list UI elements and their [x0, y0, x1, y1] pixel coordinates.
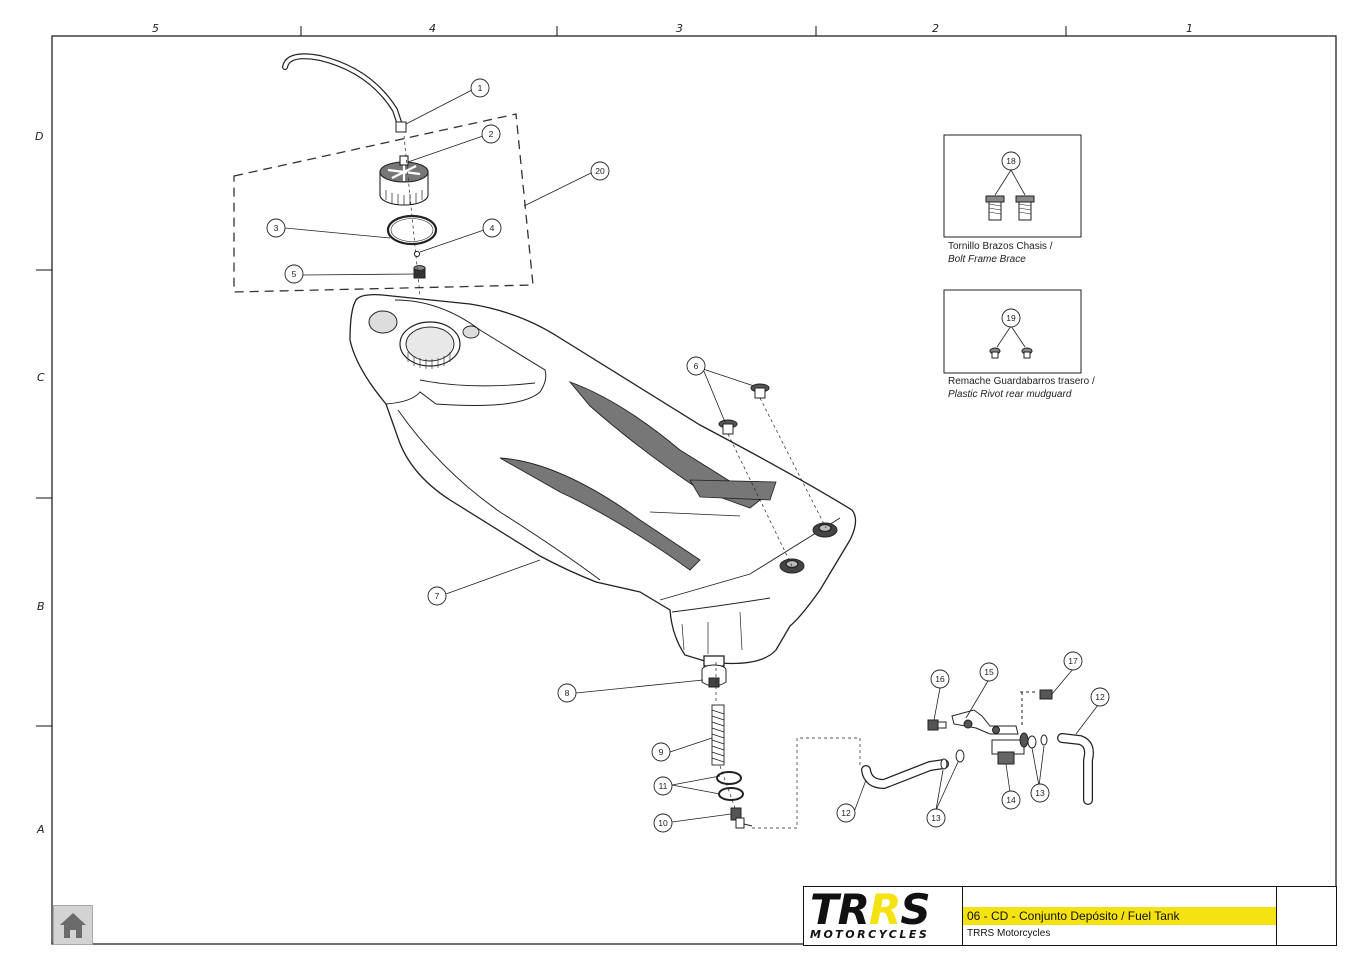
leader-lines [284, 89, 1099, 823]
zone-row-c: C [37, 371, 45, 384]
callout-13-right: 13 [1035, 788, 1045, 798]
fuel-cap [379, 155, 429, 206]
callout-20: 20 [595, 166, 605, 176]
small-o-ring-a [716, 771, 742, 785]
callout-2: 2 [489, 129, 494, 139]
zone-col-4: 4 [429, 22, 436, 35]
bracket-bolt [927, 719, 947, 731]
inset-18-box [943, 134, 1082, 238]
assembly-20-boundary [233, 113, 534, 293]
callout-6: 6 [694, 361, 699, 371]
small-o-ring-b [718, 787, 744, 801]
logo-wordmark: TRRS [810, 885, 931, 934]
callout-5: 5 [292, 269, 297, 279]
o-ring [386, 214, 438, 246]
logo-part-s: S [900, 885, 930, 934]
home-icon [60, 913, 86, 938]
hose-clips [940, 734, 1048, 770]
callout-15: 15 [984, 667, 994, 677]
callout-3: 3 [274, 223, 279, 233]
callout-9: 9 [659, 747, 664, 757]
callout-labels: 1 2 3 4 5 6 7 8 9 10 11 12 12 13 13 14 1… [274, 83, 1105, 828]
title-highlight [963, 907, 1276, 925]
mudguard-rivets [989, 347, 1033, 359]
inset-19-caption: Remache Guardabarros trasero / Plastic R… [948, 375, 1095, 401]
callout-12-left: 12 [841, 808, 851, 818]
frame-brace-bolts [985, 195, 1035, 221]
zone-ticks [36, 26, 1067, 727]
mounting-bolts [718, 383, 770, 435]
inset-19-label-es: Remache Guardabarros trasero / [948, 376, 1095, 387]
callout-14: 14 [1006, 795, 1016, 805]
zone-col-3: 3 [676, 22, 683, 35]
drawing-title: 06 - CD - Conjunto Depósito / Fuel Tank [967, 909, 1180, 923]
bracket-screw [1020, 689, 1053, 728]
logo-part-r: R [869, 885, 901, 934]
check-valve [413, 250, 421, 258]
inset-19-box [943, 289, 1082, 374]
inset-18-label-es: Tornillo Brazos Chasis / [948, 241, 1053, 252]
trrs-logo: TRRS MOTORCYCLES [804, 885, 963, 945]
callout-circles [266, 78, 1110, 833]
callout-10: 10 [658, 818, 668, 828]
callout-12-right: 12 [1095, 692, 1105, 702]
logo-subtitle: MOTORCYCLES [810, 928, 930, 941]
callout-18: 18 [1006, 156, 1016, 166]
callout-16: 16 [935, 674, 945, 684]
zone-col-5: 5 [152, 22, 159, 35]
outlet-fitting [730, 807, 753, 829]
drawing-frame [51, 35, 1337, 945]
tap-clamp [701, 664, 727, 688]
callout-1: 1 [478, 83, 483, 93]
fuel-filter [711, 704, 725, 766]
callout-11: 11 [659, 781, 668, 791]
inset-18-caption: Tornillo Brazos Chasis / Bolt Frame Brac… [948, 240, 1052, 266]
zone-col-2: 2 [932, 22, 939, 35]
logo-part-tr: TR [810, 885, 870, 934]
company-name: TRRS Motorcycles [967, 928, 1051, 939]
zone-row-a: A [37, 823, 45, 836]
fuel-t-fitting [991, 732, 1029, 765]
fuel-tank-body [349, 294, 857, 667]
home-button[interactable] [53, 905, 93, 945]
mount-bracket [951, 709, 1019, 735]
callout-17: 17 [1068, 656, 1078, 666]
inset-18-label-en: Bolt Frame Brace [948, 254, 1026, 265]
zone-row-d: D [35, 130, 44, 143]
callout-7: 7 [435, 591, 440, 601]
vent-insert [413, 265, 426, 279]
zone-col-1: 1 [1186, 22, 1193, 35]
inset-19-label-en: Plastic Rivot rear mudguard [948, 389, 1072, 400]
callout-19: 19 [1006, 313, 1016, 323]
callout-13-left: 13 [931, 813, 941, 823]
callout-8: 8 [565, 688, 570, 698]
emblem-box [1276, 887, 1337, 945]
title-block: TRRS MOTORCYCLES 06 - CD - Conjunto Depó… [803, 885, 1337, 946]
zone-row-b: B [37, 600, 45, 613]
callout-4: 4 [490, 223, 495, 233]
